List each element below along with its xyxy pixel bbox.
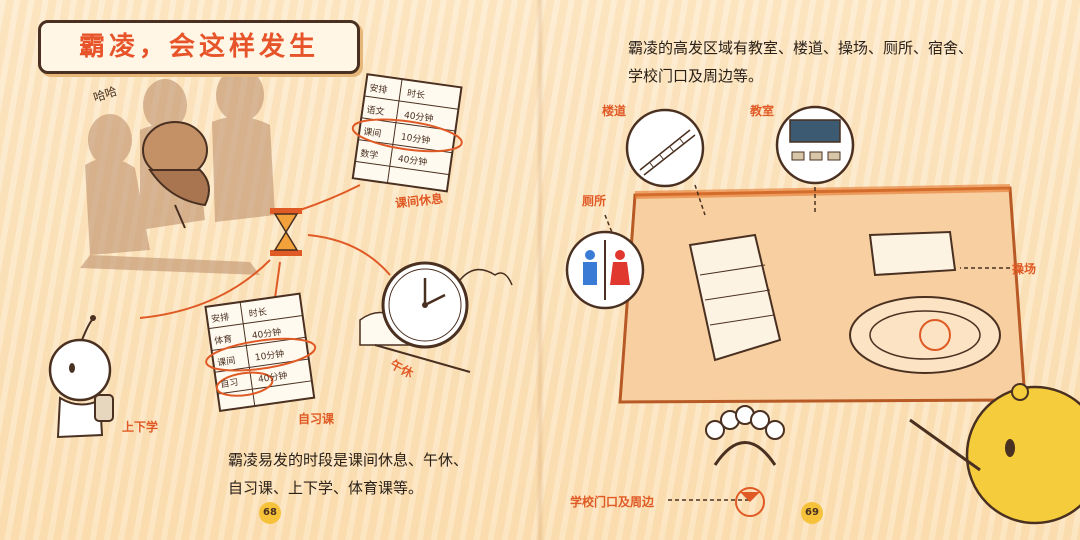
book-gutter	[536, 0, 544, 540]
right-page-illustration	[565, 105, 1080, 525]
sched-bot-r3c1: 自习	[220, 376, 240, 390]
right-page: 霸凌的高发区域有教室、楼道、操场、厕所、宿舍、 学校门口及周边等。 楼道 教室 …	[540, 0, 1080, 540]
sched-top-r2c1: 课间	[363, 125, 383, 139]
schedule-sheet-top: 安排 时长 语文 40分钟 课间 10分钟 数学 40分钟	[351, 73, 463, 193]
sched-top-h1: 安排	[369, 82, 389, 96]
label-gate: 学校门口及周边	[570, 495, 655, 509]
sched-bot-r2c1: 课间	[217, 354, 237, 368]
left-body-line-1: 霸凌易发的时段是课间休息、午休、	[228, 451, 469, 469]
clock-icon	[359, 261, 513, 373]
label-classroom: 教室	[750, 104, 775, 118]
label-commute: 上下学	[122, 420, 159, 434]
schedule-sheet-bottom: 安排 时长 体育 40分钟 课间 10分钟 自习 40分钟	[204, 292, 317, 412]
gate-marker-icon	[735, 487, 765, 517]
right-body-line-2: 学校门口及周边等。	[628, 67, 764, 85]
sched-top-h2: 时长	[406, 87, 426, 101]
sched-bot-h1: 安排	[210, 311, 230, 325]
left-page: 哈哈	[38, 20, 513, 524]
right-body-text: 霸凌的高发区域有教室、楼道、操场、厕所、宿舍、 学校门口及周边等。	[628, 34, 973, 90]
sched-top-r3c1: 数学	[360, 147, 380, 161]
label-self-study: 自习课	[298, 412, 335, 426]
sched-top-r1c1: 语文	[366, 103, 386, 117]
label-stairs: 楼道	[602, 104, 627, 118]
left-body-text: 霸凌易发的时段是课间休息、午休、 自习课、上下学、体育课等。	[228, 446, 468, 502]
shout-text: 哈哈	[92, 84, 119, 105]
right-body-line-1: 霸凌的高发区域有教室、楼道、操场、厕所、宿舍、	[628, 39, 974, 57]
page-title: 霸凌，会这样发生	[78, 32, 319, 62]
label-toilet: 厕所	[582, 194, 607, 208]
left-page-illustration: 哈哈	[48, 68, 513, 439]
crouching-kid	[142, 121, 210, 229]
toilet-callout	[565, 230, 645, 310]
page-title-box: 霸凌，会这样发生	[38, 20, 360, 74]
sched-bot-r1c1: 体育	[213, 333, 233, 347]
playground-marker-icon	[919, 319, 951, 351]
classroom-callout	[775, 105, 855, 185]
page-number-left: 68	[259, 502, 281, 524]
stairs-callout	[625, 108, 705, 188]
page-number-right: 69	[801, 502, 823, 524]
left-body-line-2: 自习课、上下学、体育课等。	[228, 479, 424, 497]
label-playground: 操场	[1012, 262, 1037, 276]
guide-character	[909, 383, 1080, 525]
hourglass-icon	[270, 208, 302, 256]
student-character	[48, 315, 114, 439]
campus-map	[618, 184, 1027, 466]
sched-bot-h2: 时长	[248, 305, 268, 319]
